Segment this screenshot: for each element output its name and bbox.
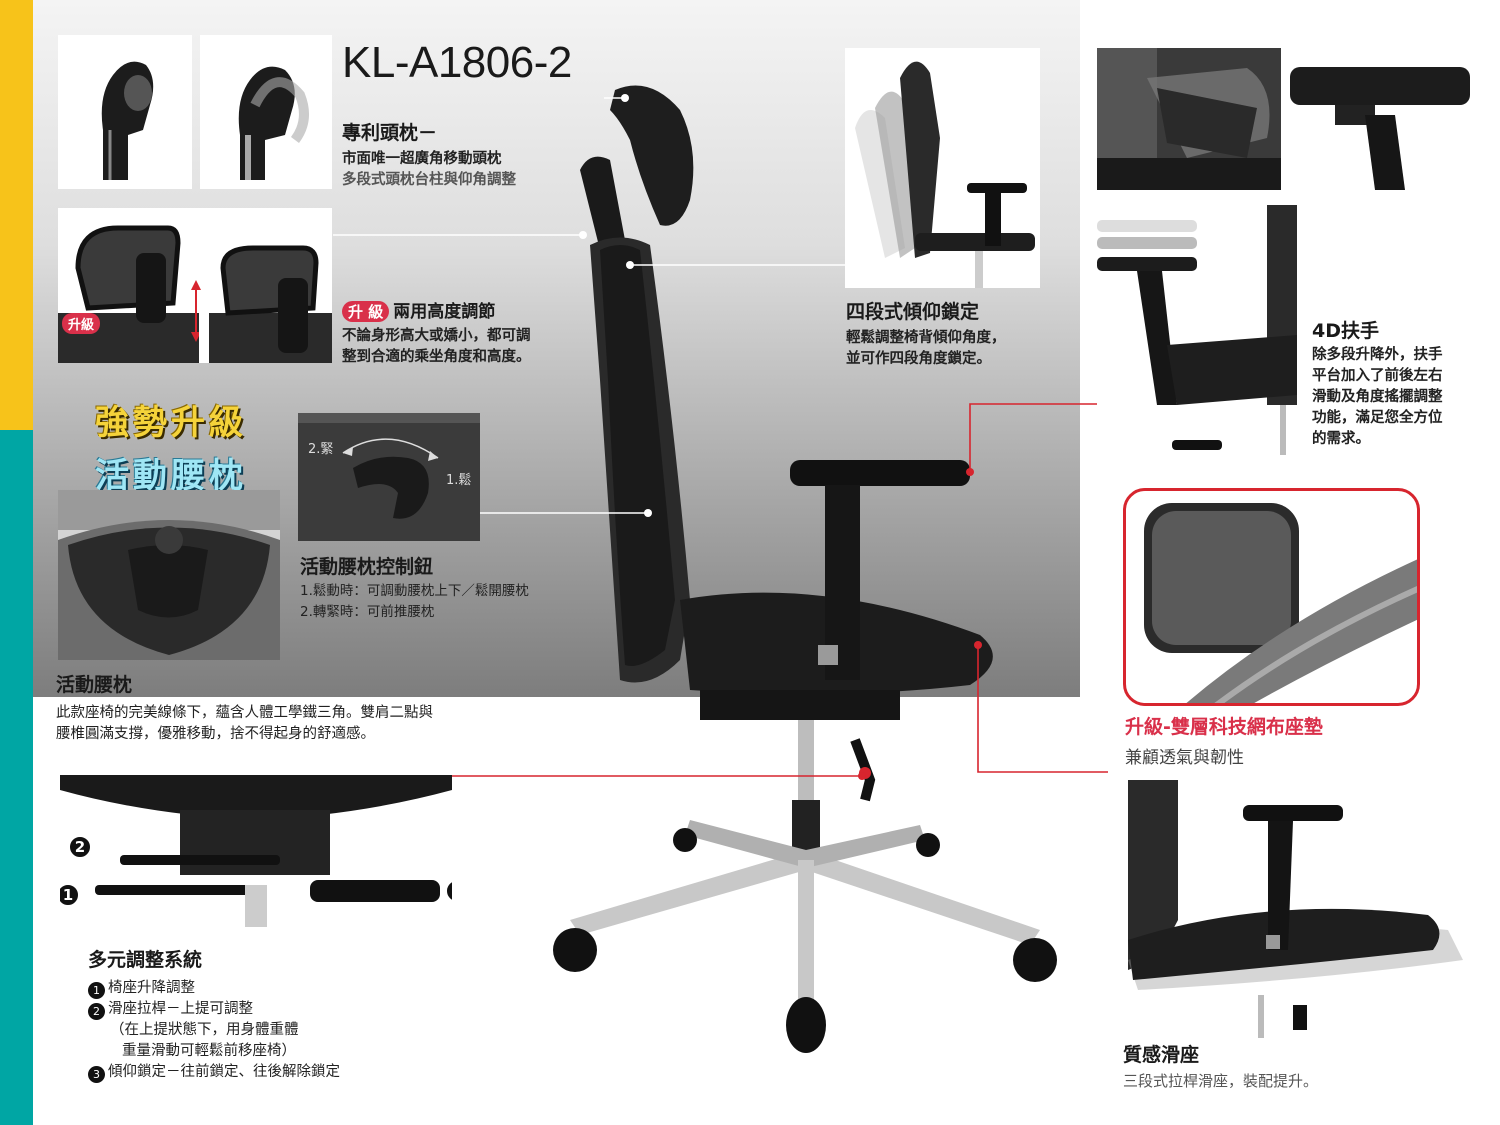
lumbar-title: 活動腰枕 xyxy=(56,674,133,696)
tilt-line2: 並可作四段角度鎖定。 xyxy=(846,351,991,367)
multi-item3: 傾仰鎖定－往前鎖定、往後解除鎖定 xyxy=(108,1064,340,1080)
lumbar-knob-line1: 1.鬆動時：可調動腰枕上下／鬆開腰枕 xyxy=(300,583,529,599)
cushion-title: 升級-雙層科技網布座墊 xyxy=(1125,716,1323,738)
height-description: 升 級兩用高度調節 不論身形高大或嬌小，都可調 整到合適的乘坐角度和高度。 xyxy=(342,297,531,368)
armrest-line1: 除多段升降外，扶手 xyxy=(1312,347,1443,363)
multi-adjust-title: 多元調整系統 xyxy=(88,949,203,971)
cushion-description: 升級-雙層科技網布座墊 兼顧透氣與韌性 xyxy=(1125,712,1323,768)
headrest-title: 專利頭枕－ xyxy=(342,122,438,144)
side-stripe-teal xyxy=(0,430,33,1125)
armrest-line2: 平台加入了前後左右 xyxy=(1312,368,1443,384)
tilt-lock-photo xyxy=(845,48,1040,288)
armrest-title: 4D扶手 xyxy=(1312,320,1379,342)
height-line2: 整到合適的乘坐角度和高度。 xyxy=(342,349,531,365)
lumbar-knob-line2: 2.轉緊時：可前推腰枕 xyxy=(300,604,435,620)
slide-seat-description: 質感滑座 三段式拉桿滑座，裝配提升。 xyxy=(1123,1040,1318,1092)
armrest-photo-2 xyxy=(1285,55,1480,190)
lever-marker-2: 2 xyxy=(68,835,92,859)
lumbar-line2: 腰椎圓滿支撐，優雅移動，捨不得起身的舒適感。 xyxy=(56,726,375,742)
headrest-line2: 多段式頭枕台柱與仰角調整 xyxy=(342,172,516,188)
promo-line1: 強勢升級 xyxy=(95,403,247,443)
lumbar-description: 活動腰枕 此款座椅的完美線條下，蘊含人體工學鐵三角。雙肩二點與 腰椎圓滿支撐，優… xyxy=(56,670,433,745)
armrest-photo-3 xyxy=(1097,205,1297,455)
slide-seat-photo xyxy=(1118,780,1480,1038)
lever-marker-1: 1 xyxy=(60,883,80,907)
cushion-subtitle: 兼顧透氣與韌性 xyxy=(1125,748,1244,768)
promo-line2: 活動腰枕 xyxy=(95,456,247,496)
armrest-line4: 功能，滿足您全方位 xyxy=(1312,410,1443,426)
height-line1: 不論身形高大或嬌小，都可調 xyxy=(342,328,531,344)
headrest-photo-2 xyxy=(200,35,332,189)
headrest-line1: 市面唯一超廣角移動頭枕 xyxy=(342,151,502,167)
multi-item2: 滑座拉桿－上提可調整 xyxy=(108,1001,253,1017)
headrest-description: 專利頭枕－ 市面唯一超廣角移動頭枕 多段式頭枕台柱與仰角調整 xyxy=(342,118,516,191)
armrest-description: 4D扶手 除多段升降外，扶手 平台加入了前後左右 滑動及角度搖擺調整 功能，滿足… xyxy=(1312,316,1443,450)
slide-seat-subtitle: 三段式拉桿滑座，裝配提升。 xyxy=(1123,1072,1319,1090)
height-title: 兩用高度調節 xyxy=(393,302,496,322)
under-seat-photo: 2 1 3 xyxy=(60,775,452,927)
height-adjust-photo: 升級 xyxy=(58,208,332,363)
tilt-line1: 輕鬆調整椅背傾仰角度， xyxy=(846,330,1006,346)
armrest-line5: 的需求。 xyxy=(1312,431,1370,447)
armrest-photo-1 xyxy=(1097,48,1281,190)
lumbar-line1: 此款座椅的完美線條下，蘊含人體工學鐵三角。雙肩二點與 xyxy=(56,705,433,721)
headrest-photo-1 xyxy=(58,35,192,189)
lumbar-support-photo xyxy=(58,490,280,660)
tilt-title: 四段式傾仰鎖定 xyxy=(846,301,980,323)
knob-loose-label: 1.鬆 xyxy=(446,473,472,488)
multi-item2b: 重量滑動可輕鬆前移座椅） xyxy=(122,1043,296,1059)
slide-seat-title: 質感滑座 xyxy=(1123,1044,1200,1066)
cushion-photo-box xyxy=(1123,488,1420,706)
knob-tight-label: 2.緊 xyxy=(308,442,334,457)
model-number: KL-A1806-2 xyxy=(342,38,572,87)
upgrade-badge: 升 級 xyxy=(342,301,390,322)
armrest-line3: 滑動及角度搖擺調整 xyxy=(1312,389,1443,405)
upgrade-tag: 升級 xyxy=(62,313,101,334)
lumbar-knob-description: 活動腰枕控制鈕 1.鬆動時：可調動腰枕上下／鬆開腰枕 2.轉緊時：可前推腰枕 xyxy=(300,552,529,623)
list-number-2: 2 xyxy=(88,1003,105,1020)
lumbar-knob-title: 活動腰枕控制鈕 xyxy=(300,556,434,578)
multi-item2a: （在上提狀態下，用身體重體 xyxy=(110,1022,299,1038)
list-number-1: 1 xyxy=(88,982,105,999)
lumbar-knob-photo: 2.緊 1.鬆 xyxy=(298,413,480,541)
list-number-3: 3 xyxy=(88,1066,105,1083)
main-chair-illustration xyxy=(553,85,1057,1053)
tilt-description: 四段式傾仰鎖定 輕鬆調整椅背傾仰角度， 並可作四段角度鎖定。 xyxy=(846,297,1006,370)
side-stripe-yellow xyxy=(0,0,33,430)
multi-item1: 椅座升降調整 xyxy=(108,980,195,996)
